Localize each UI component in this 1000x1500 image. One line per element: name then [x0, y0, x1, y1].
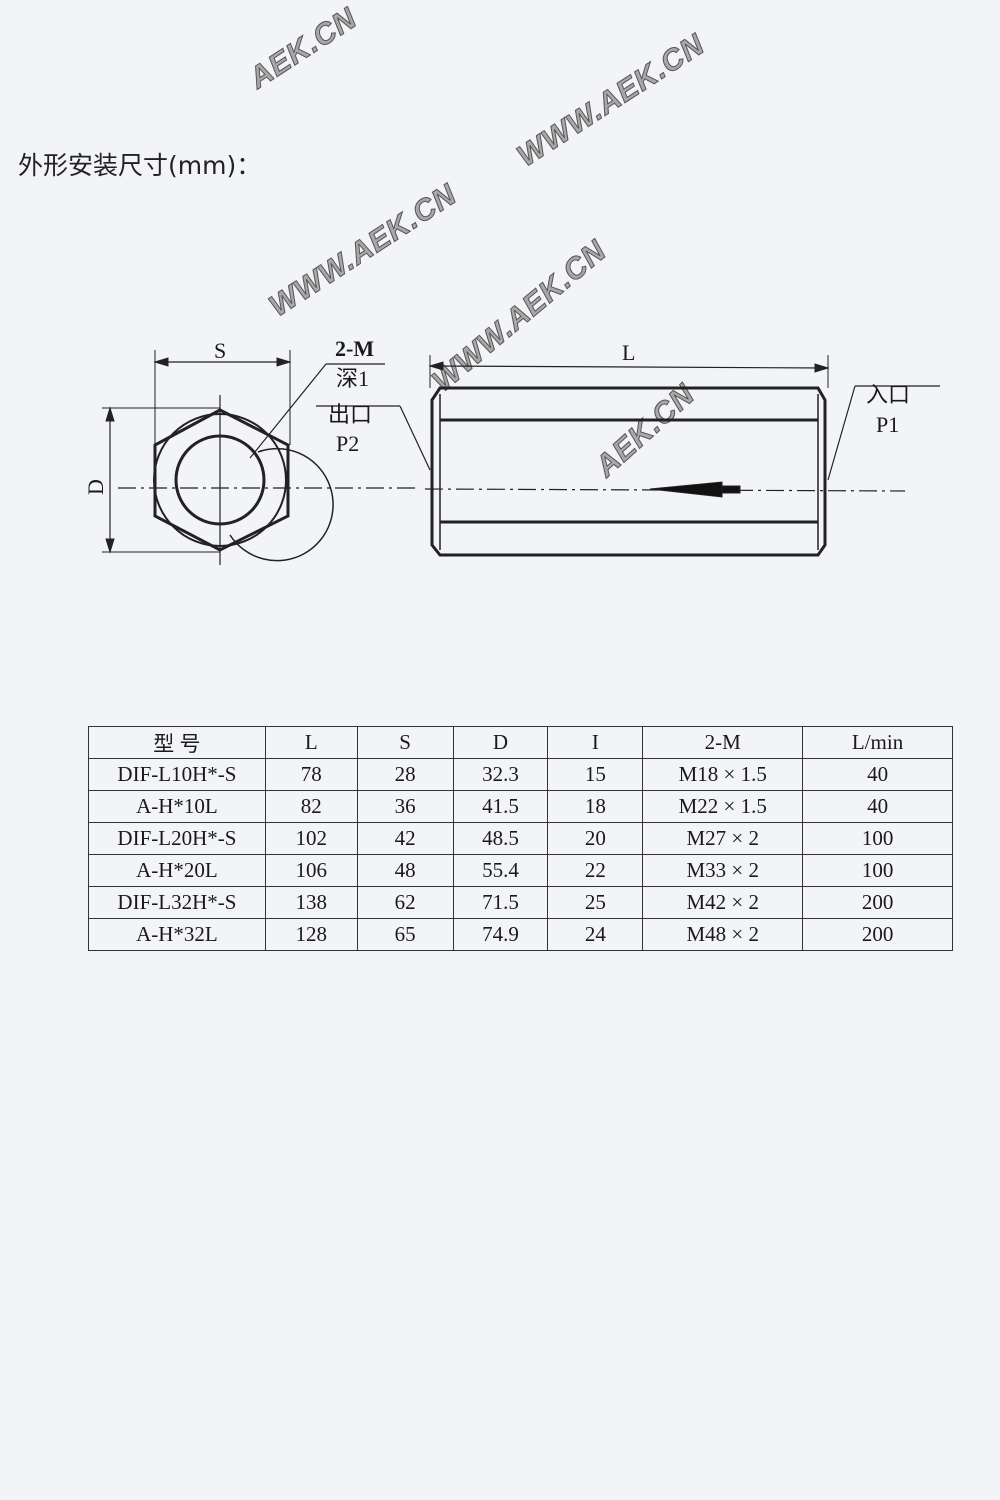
- table-cell: 55.4: [452, 854, 549, 887]
- table-cell: M42 × 2: [642, 886, 804, 919]
- hex-end-view: [153, 408, 334, 562]
- d-dimension-label: D: [82, 479, 108, 495]
- table-cell: 18: [547, 790, 644, 823]
- table-cell: 25: [547, 886, 644, 919]
- thread-depth-label: 深1: [336, 366, 370, 391]
- header-model: 型 号: [88, 726, 266, 759]
- table-cell: 62: [356, 886, 454, 919]
- table-cell: 200: [802, 886, 953, 919]
- header-2m: 2-M: [642, 726, 804, 759]
- table-cell: 32.3: [452, 758, 549, 791]
- table-cell: 100: [802, 822, 953, 855]
- table-cell: 71.5: [452, 886, 549, 919]
- table-cell: 102: [264, 822, 358, 855]
- table-cell: M22 × 1.5: [642, 790, 804, 823]
- header-flow: L/min: [802, 726, 953, 759]
- table-cell: 22: [547, 854, 644, 887]
- table-cell: 41.5: [452, 790, 549, 823]
- table-cell: 20: [547, 822, 644, 855]
- inlet-label: 入口: [866, 382, 911, 407]
- table-cell: 82: [264, 790, 358, 823]
- table-cell: 100: [802, 854, 953, 887]
- table-cell: 40: [802, 790, 953, 823]
- table-cell: 36: [356, 790, 454, 823]
- table-cell: 42: [356, 822, 454, 855]
- header-i: I: [547, 726, 644, 759]
- table-cell: 65: [356, 918, 454, 951]
- table-cell: M48 × 2: [642, 918, 804, 951]
- table-cell: 200: [802, 918, 953, 951]
- table-cell: 106: [264, 854, 358, 887]
- table-cell: 138: [264, 886, 358, 919]
- flow-arrow: [649, 481, 723, 498]
- table-cell: A-H*10L: [88, 790, 266, 823]
- page-title: 外形安装尺寸(mm)：: [18, 151, 262, 180]
- header-d: D: [452, 726, 549, 759]
- table-cell: 28: [356, 758, 454, 791]
- table-cell: DIF-L10H*-S: [88, 758, 266, 791]
- table-cell: 24: [547, 918, 644, 951]
- table-cell: 74.9: [452, 918, 549, 951]
- header-s: S: [356, 726, 454, 759]
- table-cell: M33 × 2: [642, 854, 804, 887]
- table-cell: 48.5: [452, 822, 549, 855]
- inlet-port-label: P1: [876, 412, 900, 437]
- table-header-row: 型 号 L S D I 2-M L/min: [88, 726, 953, 759]
- thread-label: 2-M: [335, 336, 375, 361]
- length-dimension-label: L: [622, 340, 636, 365]
- s-dimension-label: S: [214, 338, 227, 363]
- table-cell: M27 × 2: [642, 822, 804, 855]
- table-cell: 48: [356, 854, 454, 887]
- table-cell: A-H*32L: [88, 918, 266, 951]
- table-cell: DIF-L20H*-S: [88, 822, 266, 855]
- table-cell: 78: [264, 758, 358, 791]
- header-l: L: [264, 726, 358, 759]
- table-cell: 128: [264, 918, 358, 951]
- table-cell: 15: [547, 758, 644, 791]
- table-cell: M18 × 1.5: [642, 758, 804, 791]
- table-cell: 40: [802, 758, 953, 791]
- table-cell: DIF-L32H*-S: [88, 886, 266, 919]
- outlet-label: 出口: [328, 402, 373, 427]
- valve-body-side-view: [430, 386, 827, 557]
- outlet-port-label: P2: [336, 431, 360, 456]
- table-cell: A-H*20L: [88, 854, 266, 887]
